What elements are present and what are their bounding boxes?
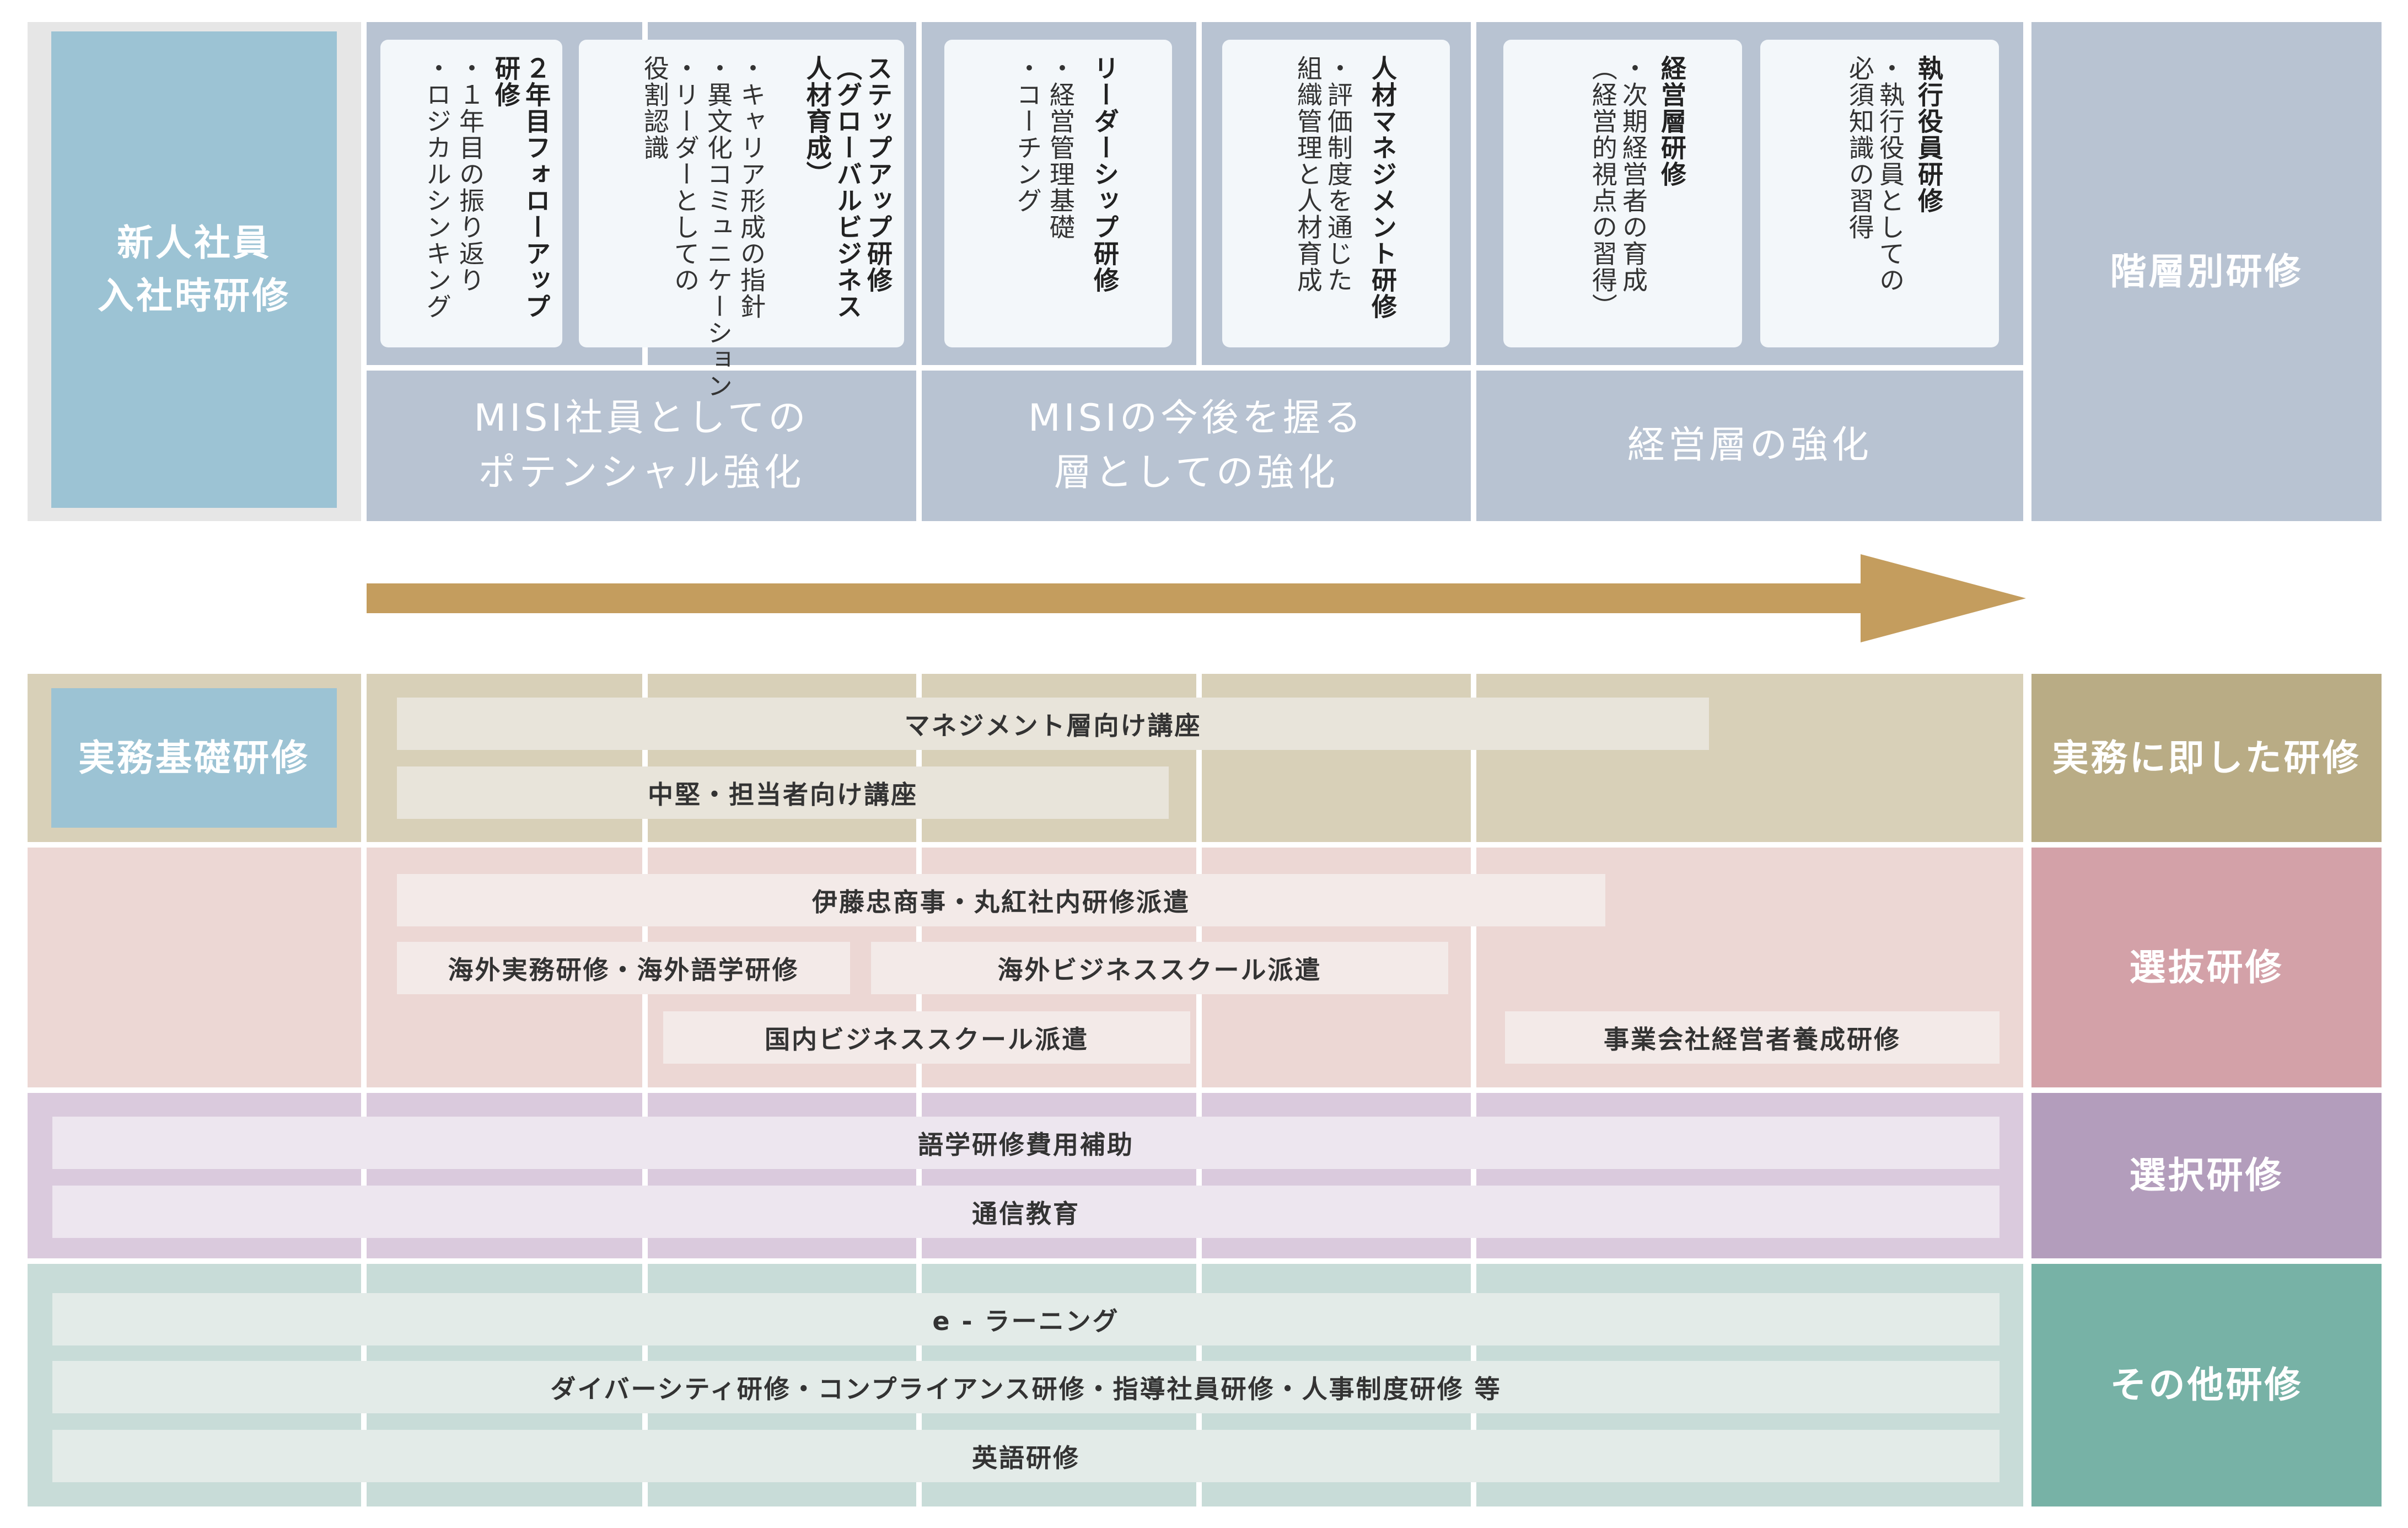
theme-potential: MISI社員としての ポテンシャル強化 <box>474 396 809 495</box>
card-item: ・１年目の振り返り <box>455 55 485 293</box>
new-hire-box: 新人社員 入社時研修 <box>51 31 337 508</box>
card-title: 執行役員研修 <box>1914 55 1944 214</box>
divider <box>642 674 648 1506</box>
divider <box>361 674 367 1506</box>
card-leadership: リーダーシップ研修 ・経営管理基礎 ・コーチング <box>944 40 1172 347</box>
card-hr-management: 人材マネジメント研修 ・評価制度を通じた 組織管理と人材育成 <box>1222 40 1450 347</box>
card-item: ・異文化コミュニケーション <box>703 55 733 399</box>
divider <box>1196 674 1202 1506</box>
bar-diversity-compliance-etc: ダイバーシティ研修・コンプライアンス研修・指導社員研修・人事制度研修 等 <box>52 1361 2000 1413</box>
bar-mid-level-course: 中堅・担当者向け講座 <box>397 766 1169 819</box>
card-executive-officer: 執行役員研修 ・執行役員としての 必須知識の習得 <box>1760 40 1999 347</box>
bar-correspondence-education: 通信教育 <box>52 1186 2000 1238</box>
card-title: 経営層研修 <box>1657 55 1687 187</box>
bar-e-learning: e - ラーニング <box>52 1293 2000 1345</box>
layer-training-label: 階層別研修 <box>2031 22 2382 521</box>
other-category-label: その他研修 <box>2031 1264 2382 1506</box>
divider <box>367 365 2023 371</box>
new-hire-label: 新人社員 入社時研修 <box>98 222 291 317</box>
card-item: ・リーダーとしての 役割認識 <box>639 55 700 293</box>
progress-arrow <box>367 554 2026 642</box>
divider <box>1471 674 1476 1506</box>
card-item: ・執行役員としての 必須知識の習得 <box>1845 55 1905 293</box>
card-executive-layer: 経営層研修 ・次期経営者の育成 （経営的視点の習得） <box>1503 40 1742 347</box>
theme-executive: 経営層の強化 <box>1627 423 1872 468</box>
card-item: ・ロジカルシンキング <box>422 55 452 320</box>
bar-domestic-business-school: 国内ビジネススクール派遣 <box>663 1011 1190 1064</box>
bar-overseas-practical-language: 海外実務研修・海外語学研修 <box>397 942 850 994</box>
bar-english-training: 英語研修 <box>52 1430 2000 1482</box>
selection-category-label: 選抜研修 <box>2031 848 2382 1087</box>
card-2nd-year-followup: ２年目フォローアップ 研修 ・１年目の振り返り ・ロジカルシンキング <box>380 40 562 347</box>
card-title: 人材マネジメント研修 <box>1368 55 1398 320</box>
bar-subsidiary-executive-training: 事業会社経営者養成研修 <box>1505 1011 2000 1064</box>
practical-category-label: 実務に即した研修 <box>2031 674 2382 842</box>
card-title: ステップアップ研修 （グローバルビジネス 人材育成） <box>802 55 893 320</box>
card-title: リーダーシップ研修 <box>1090 55 1120 293</box>
card-item: ・次期経営者の育成 （経営的視点の習得） <box>1588 55 1648 320</box>
divider <box>916 674 922 1506</box>
card-item: ・評価制度を通じた 組織管理と人材育成 <box>1293 55 1353 293</box>
bar-overseas-business-school: 海外ビジネススクール派遣 <box>871 942 1448 994</box>
bar-itochu-marubeni-dispatch: 伊藤忠商事・丸紅社内研修派遣 <box>397 874 1605 926</box>
theme-future-layer: MISIの今後を握る 層としての強化 <box>1028 396 1364 495</box>
bar-language-subsidy: 語学研修費用補助 <box>52 1117 2000 1169</box>
elective-category-label: 選択研修 <box>2031 1093 2382 1258</box>
practical-left-label: 実務基礎研修 <box>51 688 337 828</box>
bar-management-course: マネジメント層向け講座 <box>397 698 1709 750</box>
card-title: ２年目フォローアップ 研修 <box>491 55 551 320</box>
divider <box>1196 22 1202 369</box>
divider <box>916 22 922 521</box>
divider <box>1471 22 1476 521</box>
card-step-up: ステップアップ研修 （グローバルビジネス 人材育成） ・キャリア形成の指針 ・異… <box>579 40 904 399</box>
card-item: ・コーチング <box>1013 55 1042 214</box>
card-item: ・キャリア形成の指針 <box>737 55 766 320</box>
card-item: ・経営管理基礎 <box>1046 55 1076 240</box>
